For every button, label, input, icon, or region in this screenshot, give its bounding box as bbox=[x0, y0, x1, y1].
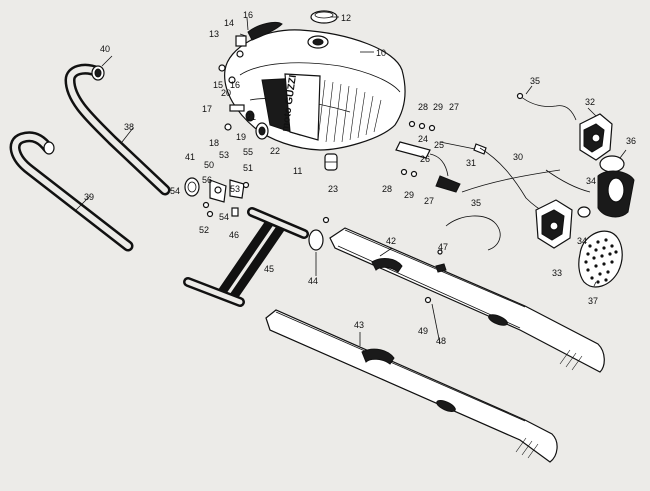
callout-20: 20 bbox=[221, 88, 231, 98]
callout-18: 18 bbox=[209, 138, 219, 148]
callout-54-left: 54 bbox=[170, 186, 180, 196]
callout-11: 11 bbox=[293, 166, 302, 176]
callout-21: 21 bbox=[246, 112, 256, 122]
rubber-mount bbox=[324, 153, 338, 171]
callout-31: 31 bbox=[466, 158, 476, 168]
callout-54-right: 54 bbox=[219, 212, 229, 222]
callout-28-top: 28 bbox=[418, 102, 428, 112]
callout-52: 52 bbox=[199, 225, 209, 235]
tank-fasteners bbox=[224, 104, 269, 140]
callout-numbers: 10 11 12 13 14 15 16 16 17 18 19 20 21 2… bbox=[84, 10, 636, 346]
muffler-lower bbox=[265, 309, 558, 463]
callout-42: 42 bbox=[386, 236, 396, 246]
callout-43: 43 bbox=[354, 320, 364, 330]
fuel-hose bbox=[461, 147, 591, 215]
callout-28-bottom: 28 bbox=[382, 184, 392, 194]
callout-34-left: 34 bbox=[577, 236, 587, 246]
callout-14: 14 bbox=[224, 18, 234, 28]
fuel-line-fittings bbox=[395, 120, 487, 193]
callout-33: 33 bbox=[552, 268, 562, 278]
callout-13: 13 bbox=[209, 29, 219, 39]
callout-32: 32 bbox=[585, 97, 595, 107]
throttle-cable-lower bbox=[445, 215, 501, 251]
callout-25: 25 bbox=[434, 140, 444, 150]
fuel-tank: moto GUZZI bbox=[224, 29, 406, 151]
exhaust-clamps bbox=[184, 177, 250, 218]
exhaust-pipe-left bbox=[9, 131, 134, 252]
air-filter-element bbox=[578, 230, 623, 288]
muffler-upper bbox=[329, 227, 605, 373]
callout-23: 23 bbox=[328, 184, 338, 194]
fuel-tap bbox=[218, 21, 283, 84]
callout-38: 38 bbox=[124, 122, 134, 132]
callout-29-top: 29 bbox=[433, 102, 443, 112]
callout-44: 44 bbox=[308, 276, 318, 286]
callout-49: 49 bbox=[418, 326, 428, 336]
callout-37: 37 bbox=[588, 296, 598, 306]
callout-45: 45 bbox=[264, 264, 274, 274]
leader-lines bbox=[75, 16, 627, 346]
exhaust-pipe-right bbox=[64, 63, 171, 196]
callout-50: 50 bbox=[204, 160, 214, 170]
fuel-cap bbox=[310, 10, 338, 24]
callout-16-bottom: 16 bbox=[230, 80, 240, 90]
callout-17: 17 bbox=[202, 104, 212, 114]
callout-22: 22 bbox=[270, 146, 280, 156]
callout-35-top: 35 bbox=[530, 76, 540, 86]
callout-53-top: 53 bbox=[219, 150, 229, 160]
callout-53-bottom: 53 bbox=[230, 184, 240, 194]
callout-48: 48 bbox=[436, 336, 446, 346]
callout-34-right: 34 bbox=[586, 176, 596, 186]
muffler-gasket bbox=[308, 216, 330, 251]
callout-40: 40 bbox=[100, 44, 110, 54]
callout-41: 41 bbox=[185, 152, 195, 162]
callout-15: 15 bbox=[213, 80, 223, 90]
callout-19: 19 bbox=[236, 132, 246, 142]
callout-29-bottom: 29 bbox=[404, 190, 414, 200]
crossover-pipe bbox=[183, 207, 309, 307]
callout-12: 12 bbox=[341, 13, 351, 23]
carburetor-right bbox=[579, 113, 613, 161]
callout-26: 26 bbox=[420, 154, 430, 164]
air-intake-boot bbox=[577, 155, 635, 218]
carburetor-left bbox=[535, 199, 573, 249]
callout-46: 46 bbox=[229, 230, 239, 240]
callout-35-bottom: 35 bbox=[471, 198, 481, 208]
callout-56: 56 bbox=[202, 175, 212, 185]
callout-27-top: 27 bbox=[449, 102, 459, 112]
callout-30: 30 bbox=[513, 152, 523, 162]
throttle-cable-upper bbox=[516, 92, 577, 121]
callout-10: 10 bbox=[376, 48, 386, 58]
callout-47: 47 bbox=[438, 242, 448, 252]
callout-36: 36 bbox=[626, 136, 636, 146]
callout-16-top: 16 bbox=[243, 10, 253, 20]
callout-55: 55 bbox=[243, 147, 253, 157]
callout-24: 24 bbox=[418, 134, 428, 144]
callout-27-bottom: 27 bbox=[424, 196, 434, 206]
callout-51: 51 bbox=[243, 163, 253, 173]
callout-39: 39 bbox=[84, 192, 94, 202]
